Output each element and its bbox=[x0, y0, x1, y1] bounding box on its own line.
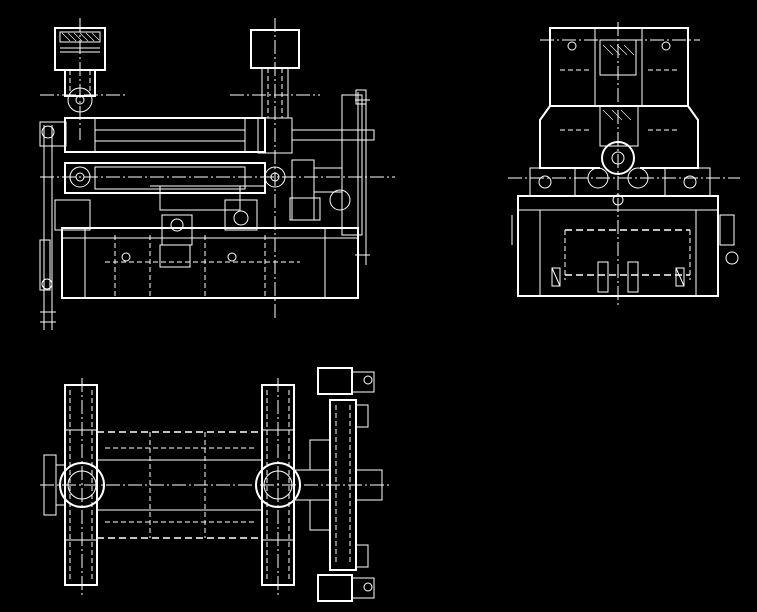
side-elevation-view bbox=[508, 22, 740, 305]
left-hydraulic-cylinder bbox=[54, 27, 106, 113]
drive-motors-plan bbox=[317, 367, 375, 602]
side-base-frame bbox=[511, 167, 739, 297]
upper-roll bbox=[39, 117, 375, 153]
drive-unit bbox=[161, 89, 367, 246]
roll-bodies-plan bbox=[97, 431, 262, 539]
left-side-frame bbox=[40, 125, 91, 330]
right-guide-rod bbox=[355, 92, 370, 265]
front-elevation-view bbox=[39, 18, 395, 330]
roll-cross-sections bbox=[587, 141, 649, 206]
side-housing bbox=[539, 105, 699, 169]
plan-view bbox=[40, 367, 390, 602]
lower-roll bbox=[64, 162, 286, 211]
drive-gear-train-plan bbox=[293, 399, 383, 571]
left-housing-plan bbox=[43, 384, 105, 586]
base-frame bbox=[39, 227, 359, 299]
